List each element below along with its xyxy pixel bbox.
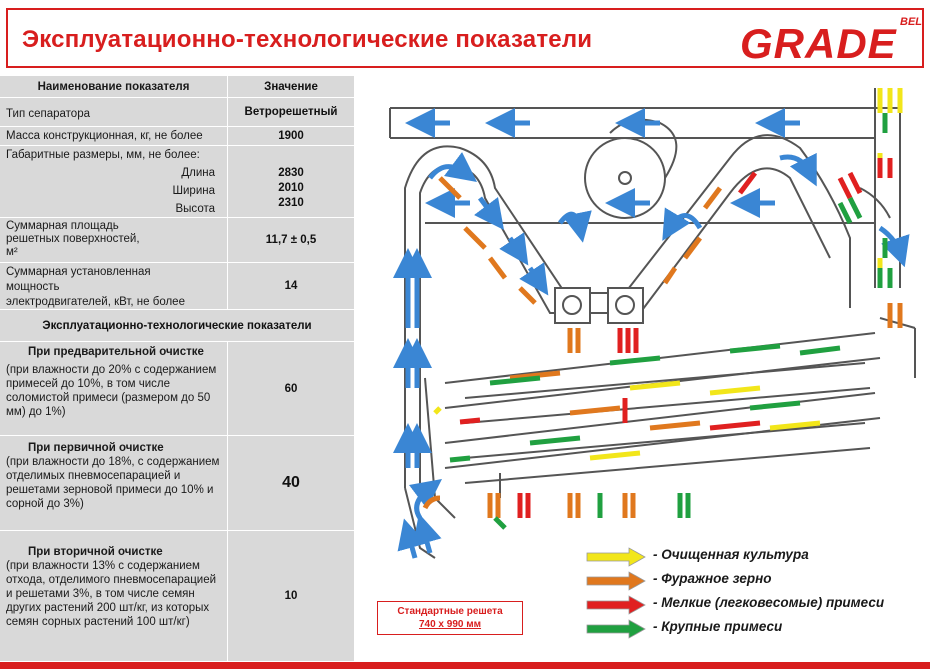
- logo-subtext: BEL: [900, 16, 922, 28]
- mode-text: (при влажности до 18%, с содержанием отд…: [6, 456, 220, 510]
- row-value: 2830 2010 2310: [228, 146, 354, 217]
- mode-title: При вторичной очистке: [28, 546, 163, 558]
- height-label: Высота: [175, 203, 216, 215]
- header-frame: [6, 8, 924, 68]
- separator-diagram: [389, 88, 916, 559]
- label-line: электродвигателей, кВт, не более: [6, 296, 185, 308]
- legend-arrow-icon: [586, 571, 646, 591]
- legend-item: - Крупные примеси: [585, 617, 930, 639]
- label-line: решетных поверхностей,: [6, 233, 140, 245]
- table-row: Суммарная площадь решетных поверхностей,…: [0, 218, 354, 263]
- row-value: 40: [282, 474, 300, 491]
- dims-label: Габаритные размеры, мм, не более:: [6, 149, 200, 161]
- legend-item: - Мелкие (легковесомые) примеси: [585, 593, 930, 615]
- table-row: Тип сепаратора Ветрорешетный: [0, 98, 354, 127]
- mode-text: (при влажности 13% с содержанием отхода,…: [6, 560, 217, 628]
- table-row: При вторичной очистке (при влажности 13%…: [0, 531, 354, 661]
- row-value: 10: [284, 590, 298, 602]
- row-label: Габаритные размеры, мм, не более: Длина …: [0, 146, 228, 217]
- grade-logo: GRADE BEL: [740, 16, 930, 67]
- logo-text: GRADE: [740, 20, 897, 67]
- label-line: мощность: [6, 281, 60, 293]
- table-row: Масса конструкционная, кг, не более 1900: [0, 127, 354, 146]
- page-title: Эксплуатационно-технологические показате…: [22, 26, 593, 53]
- flow-red: [459, 158, 893, 518]
- row-label: При вторичной очистке (при влажности 13%…: [0, 531, 228, 661]
- legend: - Очищенная культура - Фуражное зерно - …: [585, 545, 930, 655]
- row-value: Ветрорешетный: [244, 106, 338, 118]
- row-label: При первичной очистке (при влажности до …: [0, 436, 228, 530]
- table-row: При предварительной очистке (при влажнос…: [0, 342, 354, 436]
- bottom-bar: [0, 662, 930, 669]
- legend-label: - Фуражное зерно: [653, 571, 772, 586]
- row-value: 1900: [278, 130, 304, 142]
- row-label: Суммарная установленная мощность электро…: [0, 263, 228, 309]
- col-value-header: Значение: [264, 80, 318, 93]
- mode-title: При первичной очистке: [28, 442, 164, 454]
- label-line: м²: [6, 246, 18, 258]
- table-row: Суммарная установленная мощность электро…: [0, 263, 354, 310]
- legend-label: - Мелкие (легковесомые) примеси: [653, 595, 885, 610]
- flow-green: [449, 113, 893, 530]
- row-label: Суммарная площадь решетных поверхностей,…: [0, 218, 228, 262]
- header: Эксплуатационно-технологические показате…: [0, 0, 930, 75]
- row-value: 11,7 ± 0,5: [265, 234, 317, 246]
- flow-yellow: [433, 88, 903, 461]
- sieve-note: Стандартные решета 740 х 990 мм: [377, 601, 523, 635]
- row-label: При предварительной очистке (при влажнос…: [0, 342, 228, 435]
- table-header-row: Наименование показателя Значение: [0, 76, 354, 98]
- label-line: Суммарная установленная: [6, 266, 151, 278]
- sieve-title: Стандартные решета: [397, 606, 503, 617]
- section-row: Эксплуатационно-технологические показате…: [0, 310, 354, 342]
- spec-table: Наименование показателя Значение Тип сеп…: [0, 76, 354, 661]
- row-value: 14: [284, 280, 298, 292]
- legend-label: - Очищенная культура: [653, 547, 809, 562]
- label-line: Суммарная площадь: [6, 220, 119, 232]
- legend-label: - Крупные примеси: [653, 619, 783, 634]
- width-value: 2010: [278, 181, 304, 194]
- sieve-size: 740 х 990 мм: [418, 619, 482, 630]
- col-name-header: Наименование показателя: [0, 76, 228, 97]
- width-label: Ширина: [172, 185, 215, 197]
- air-flow-arrows: [393, 108, 910, 559]
- section-title: Эксплуатационно-технологические показате…: [42, 319, 312, 332]
- legend-arrow-icon: [586, 619, 646, 639]
- legend-arrow-icon: [586, 595, 646, 615]
- mode-text: (при влажности до 20% с содержанием прим…: [6, 364, 217, 418]
- row-label: Тип сепаратора: [0, 98, 228, 126]
- row-value: 60: [284, 382, 298, 395]
- length-value: 2830: [278, 166, 304, 179]
- legend-arrow-icon: [586, 547, 646, 567]
- row-label: Масса конструкционная, кг, не более: [0, 127, 228, 145]
- length-label: Длина: [181, 167, 215, 179]
- table-row: Габаритные размеры, мм, не более: Длина …: [0, 146, 354, 218]
- legend-item: - Фуражное зерно: [585, 569, 930, 591]
- machine-frame: [389, 88, 916, 559]
- mode-title: При предварительной очистке: [28, 346, 204, 358]
- legend-item: - Очищенная культура: [585, 545, 930, 567]
- table-row: При первичной очистке (при влажности до …: [0, 436, 354, 531]
- height-value: 2310: [278, 196, 304, 209]
- flow-orange: [422, 176, 903, 518]
